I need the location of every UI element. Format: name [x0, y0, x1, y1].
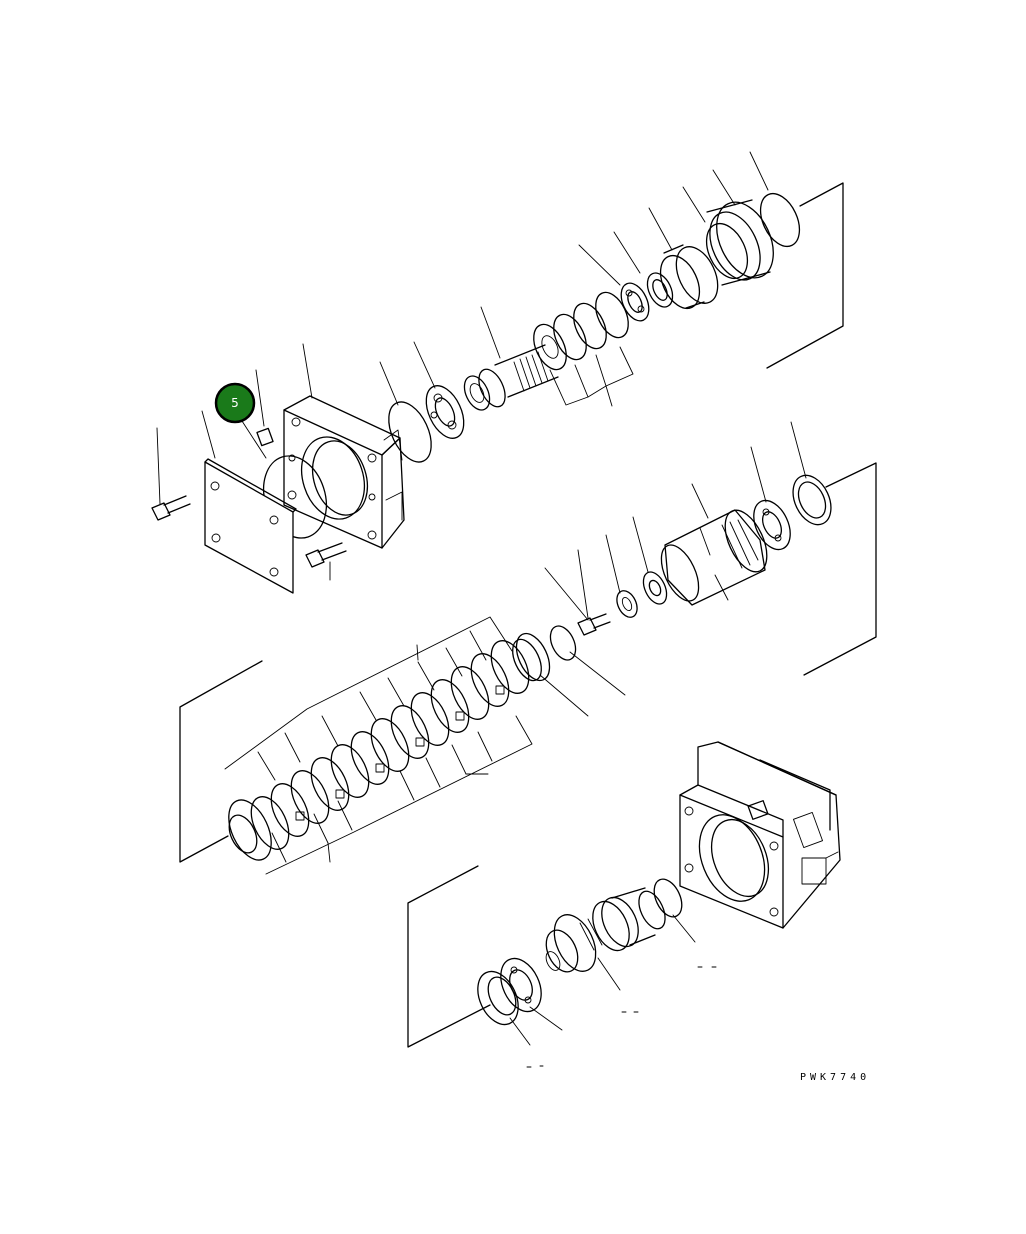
leader-lines-disc-upper: [224, 616, 513, 781]
part-bearing-small[interactable]: [642, 269, 677, 311]
part-thrust-washer[interactable]: [639, 568, 671, 607]
group-bracket-middle: [803, 462, 877, 676]
part-snap-ring-upper[interactable]: [380, 395, 440, 468]
part-snap-ring-rear[interactable]: [649, 875, 688, 921]
callout-label: 5: [231, 396, 239, 410]
middle-assembly: [507, 421, 877, 717]
disc-pack-assembly: [179, 616, 536, 875]
part-cover-plate[interactable]: [204, 458, 297, 594]
group-bracket-upper: [766, 182, 844, 369]
group-bracket-disc: [179, 660, 263, 863]
part-collar[interactable]: [653, 240, 726, 314]
part-output-shaft[interactable]: [540, 887, 670, 978]
part-snap-ring-middle[interactable]: [545, 622, 580, 664]
leader-lines-upper: [156, 151, 769, 581]
group-bracket-rear: [407, 865, 491, 1048]
part-rear-housing[interactable]: [679, 741, 841, 929]
part-clutch-hub[interactable]: [654, 504, 776, 607]
part-front-housing[interactable]: [283, 395, 405, 549]
leader-lines-disc-lower: [265, 715, 533, 875]
part-spacer-ring[interactable]: [507, 628, 556, 685]
rear-assembly: [407, 741, 841, 1068]
drawing-code: PWK7740: [800, 1072, 870, 1083]
part-splined-shaft[interactable]: [459, 344, 559, 414]
callout-badge[interactable]: 5: [214, 382, 256, 424]
leader-lines-rear: [509, 914, 717, 1068]
part-bolt-middle[interactable]: [577, 613, 611, 636]
part-seal-ring-middle[interactable]: [786, 469, 839, 530]
part-bearing-race[interactable]: [470, 965, 526, 1031]
part-bolt-left[interactable]: [151, 495, 191, 521]
part-tapered-bearing[interactable]: [493, 952, 549, 1018]
part-bearing-cage[interactable]: [616, 279, 655, 325]
part-washers-upper[interactable]: [527, 287, 635, 374]
part-clutch-disc-pack[interactable]: [220, 635, 536, 867]
part-seal-ring-right[interactable]: [753, 187, 807, 252]
upper-assembly: 5: [151, 151, 844, 594]
leader-lines-middle: [539, 421, 807, 717]
part-ball-bearing[interactable]: [419, 380, 472, 444]
part-piston[interactable]: [698, 193, 784, 288]
part-bolt-lower[interactable]: [305, 542, 347, 568]
part-nut[interactable]: [613, 588, 641, 621]
part-roller-bearing-middle[interactable]: [747, 495, 798, 556]
part-plug[interactable]: [256, 427, 274, 447]
